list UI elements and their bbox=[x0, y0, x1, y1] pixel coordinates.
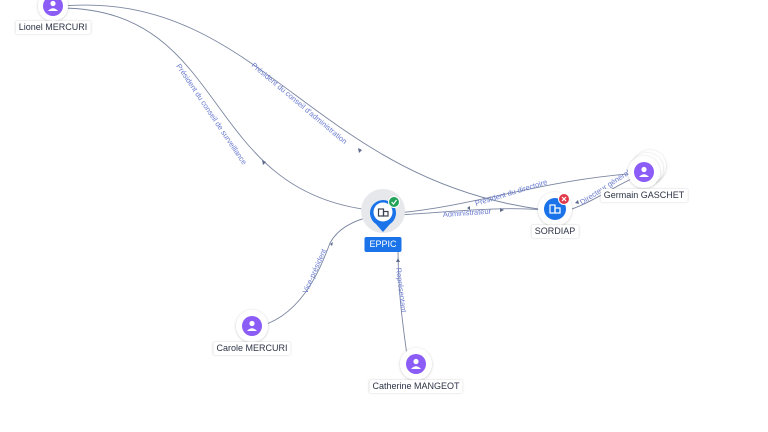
edge-lionel-eppic bbox=[61, 7, 371, 211]
node-sordiap[interactable] bbox=[538, 192, 572, 226]
node-eppic[interactable] bbox=[361, 189, 405, 233]
edge-germain-eppic bbox=[397, 172, 641, 214]
node-label-lionel[interactable]: Lionel MERCURI bbox=[15, 21, 91, 34]
node-lionel-mercuri[interactable] bbox=[38, 0, 68, 21]
arrow-marker bbox=[500, 208, 504, 212]
edge-lionel-sordiap bbox=[61, 4, 546, 211]
arrow-marker bbox=[396, 258, 400, 262]
arrow-marker bbox=[358, 148, 362, 153]
node-catherine-mangeot[interactable] bbox=[400, 348, 432, 380]
edge-eppic-sordiap bbox=[397, 208, 546, 216]
node-label-sordiap[interactable]: SORDIAP bbox=[531, 225, 579, 238]
node-germain-gaschet[interactable] bbox=[628, 150, 666, 188]
status-active-icon bbox=[388, 196, 400, 208]
node-label-catherine[interactable]: Catherine MANGEOT bbox=[369, 380, 463, 393]
person-icon bbox=[406, 354, 426, 374]
person-icon bbox=[43, 0, 63, 16]
edge-label-pdd: Président du directoire bbox=[474, 177, 548, 208]
node-label-carole[interactable]: Carole MERCURI bbox=[213, 342, 291, 355]
arrow-marker bbox=[467, 206, 470, 210]
edge-label-admin: Administrateur bbox=[443, 207, 492, 219]
node-label-eppic[interactable]: EPPIC bbox=[364, 237, 402, 252]
status-closed-icon bbox=[558, 193, 570, 205]
person-icon bbox=[634, 162, 654, 182]
edge-label-rep: Représentant bbox=[394, 267, 409, 314]
edge-carole-eppic bbox=[251, 215, 374, 329]
node-label-germain[interactable]: Germain GASCHET bbox=[600, 189, 688, 202]
person-icon bbox=[242, 316, 262, 336]
edge-label-pca: Président du conseil d'administration bbox=[250, 61, 349, 146]
arrow-marker bbox=[575, 200, 579, 204]
company-icon bbox=[377, 208, 389, 217]
arrow-marker bbox=[330, 242, 333, 246]
arrow-marker bbox=[262, 160, 266, 165]
edge-label-pcs: Président du conseil de surveillance bbox=[174, 62, 248, 166]
edge-label-vp: Vice-président bbox=[301, 247, 329, 295]
node-carole-mercuri[interactable] bbox=[236, 310, 268, 342]
